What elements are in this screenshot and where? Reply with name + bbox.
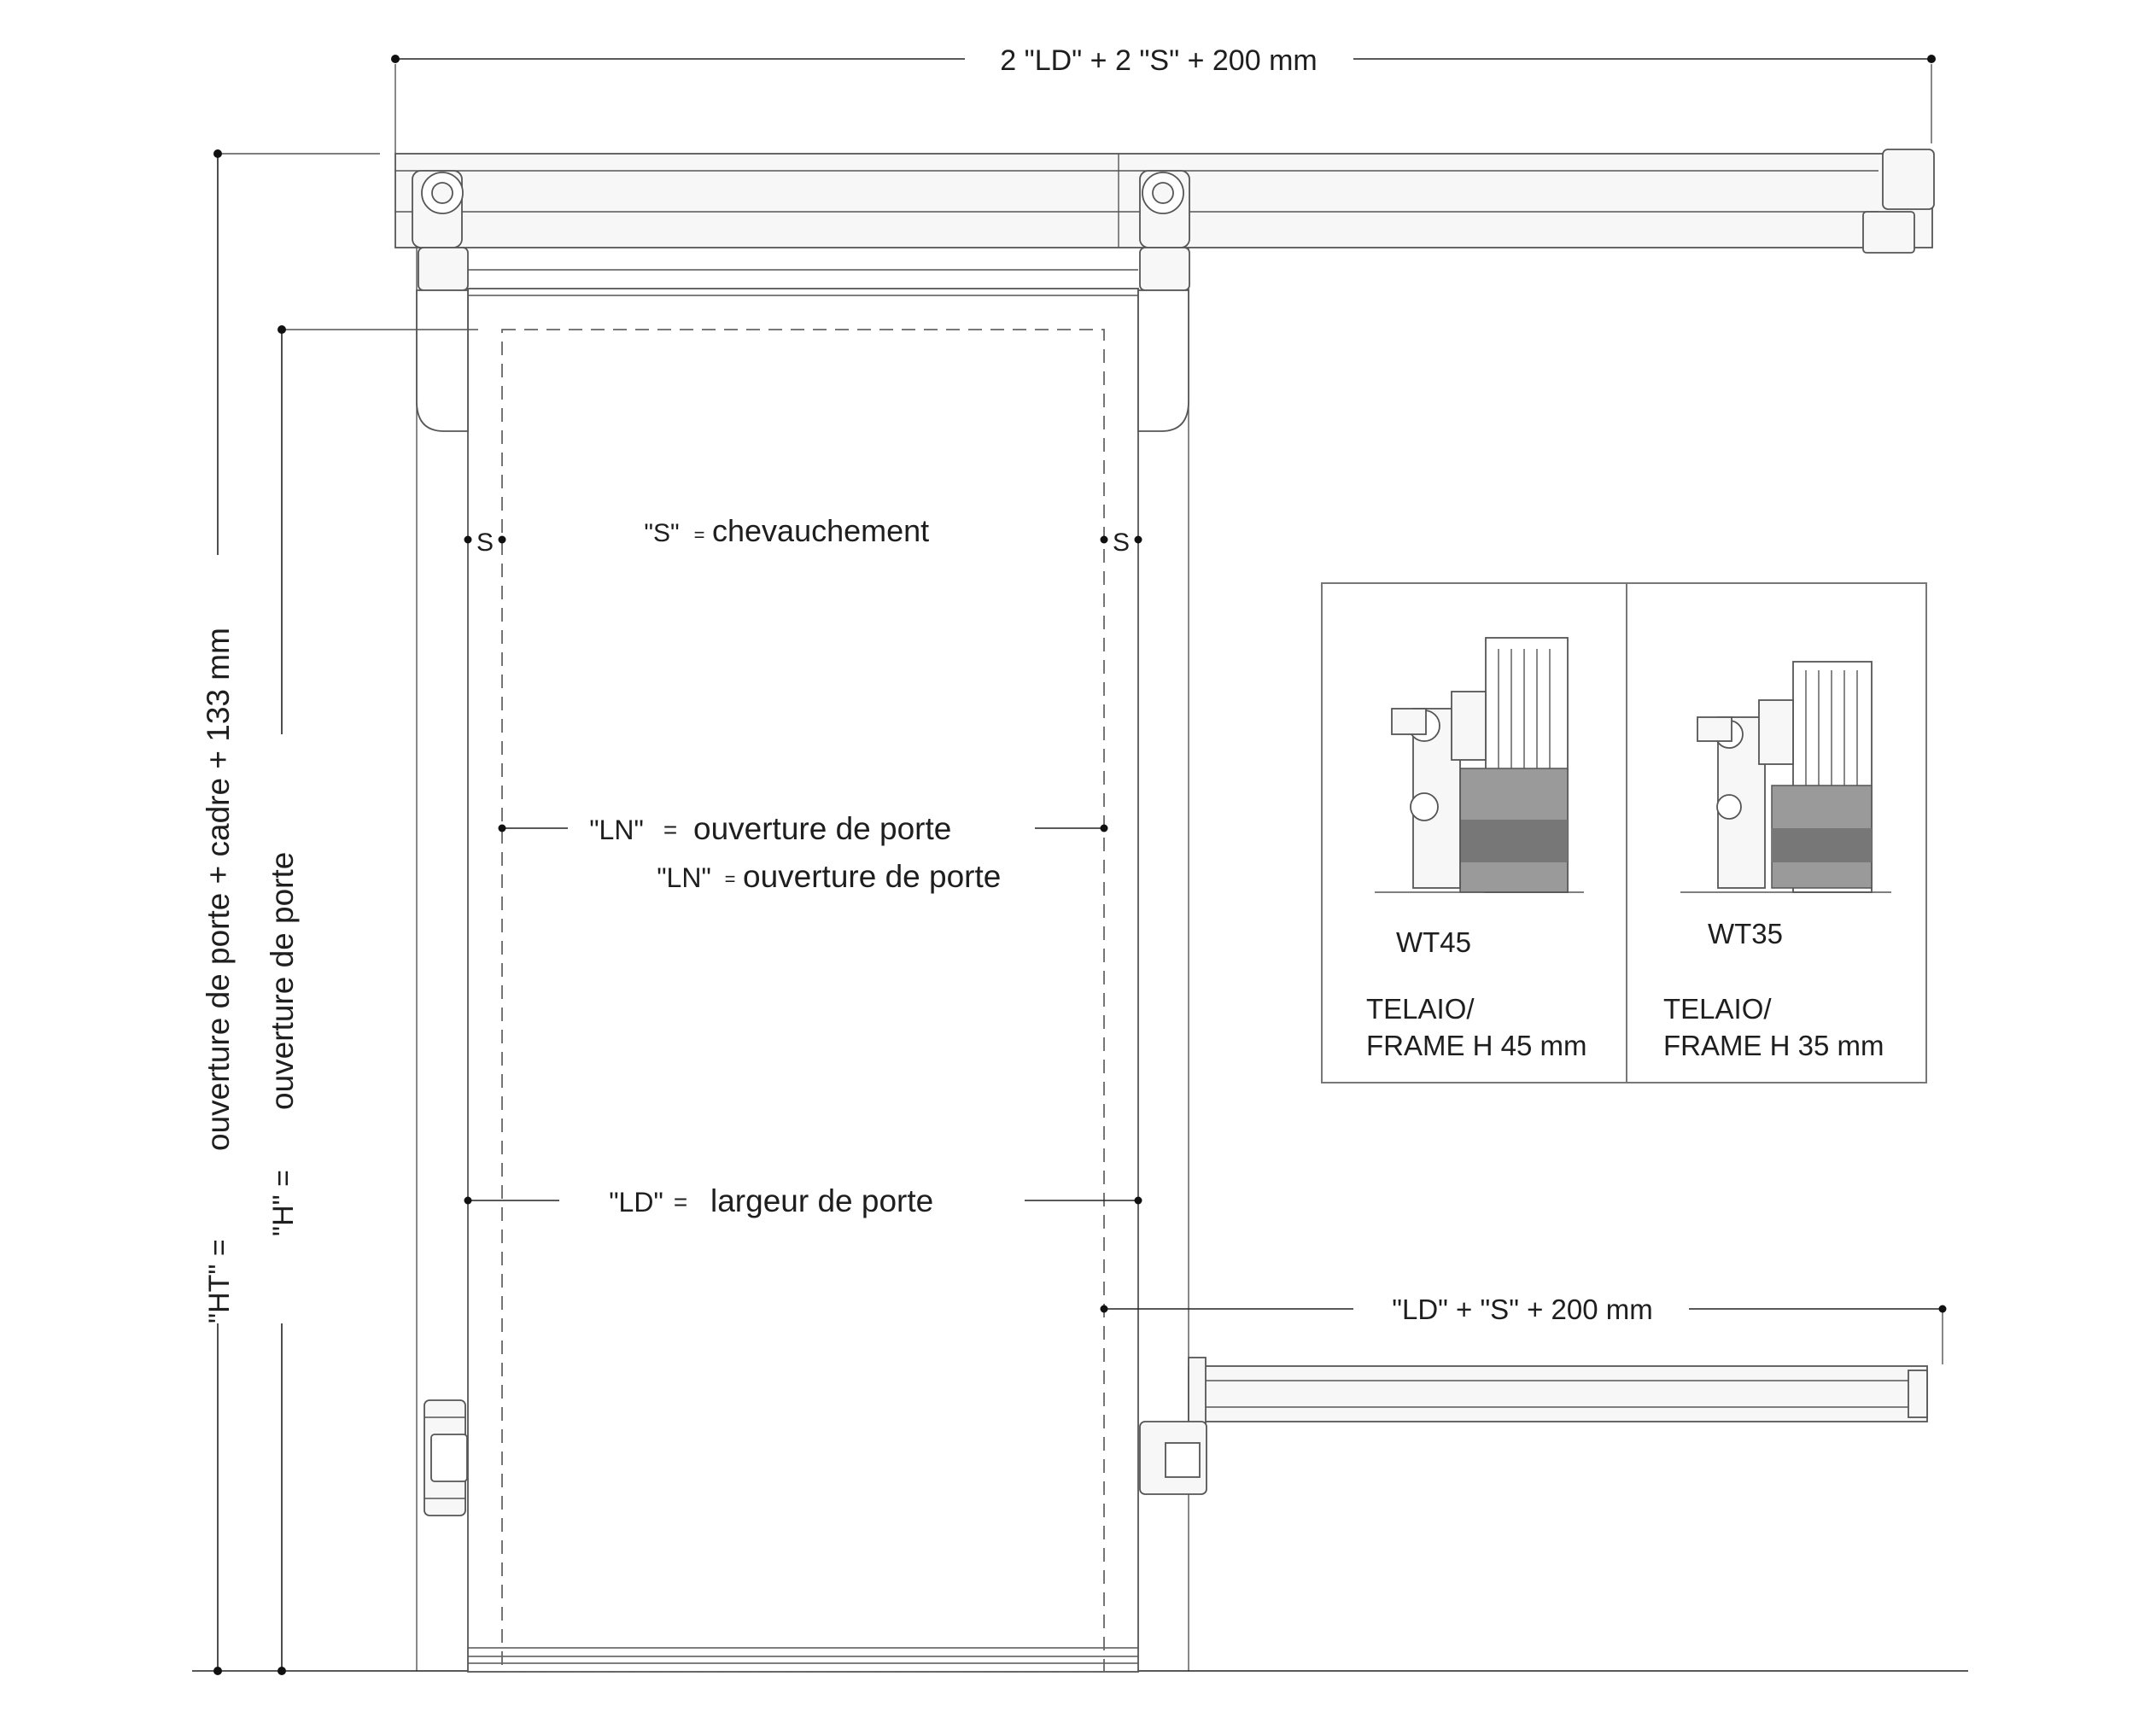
h-key: "H" =: [267, 1170, 300, 1236]
ld-text: largeur de porte: [710, 1183, 933, 1218]
ln-eq: =: [663, 816, 677, 843]
overlap-dimensions: S S "S" = chevauchement: [464, 513, 1142, 557]
overlap-right-label: S: [1113, 529, 1130, 557]
ld-key: "LD": [609, 1187, 663, 1218]
ln-key: "LN": [589, 815, 644, 845]
ln2-text: ouverture de porte: [743, 859, 1001, 894]
wt35-line1: TELAIO/: [1663, 993, 1772, 1025]
ht-dimension: "HT" = ouverture de porte + cadre + 133 …: [192, 149, 380, 1675]
ld-dimension: "LD" = largeur de porte: [464, 1183, 1142, 1218]
ln-dimension: "LN" = ouverture de porte "LN" = ouvertu…: [498, 811, 1108, 894]
top-total-label: 2 "LD" + 2 "S" + 200 mm: [1000, 44, 1317, 77]
overlap-note-text: chevauchement: [712, 513, 929, 548]
ht-text: ouverture de porte + cadre + 133 mm: [201, 628, 236, 1151]
overlap-note-key: "S": [644, 519, 679, 547]
left-trolley: [412, 170, 469, 432]
top-dimension: 2 "LD" + 2 "S" + 200 mm: [391, 44, 1936, 154]
wt35-line2: FRAME H 35 mm: [1663, 1030, 1884, 1061]
ld-s-dimension: "LD" + "S" + 200 mm: [1100, 1294, 1947, 1364]
ln-text: ouverture de porte: [693, 811, 951, 846]
right-trolley: [1137, 170, 1190, 432]
profile-detail-box: WT45 TELAIO/ FRAME H 45 mm WT35 TELAIO/ …: [1321, 582, 1927, 1083]
wt45-profile-drawing: [1375, 637, 1584, 893]
wt45-code: WT45: [1396, 926, 1471, 958]
ln2-key: "LN": [657, 862, 711, 893]
door-handle: [424, 1399, 468, 1516]
wt45-line1: TELAIO/: [1366, 993, 1475, 1025]
door-leaf: [467, 269, 1139, 1673]
ld-s-label: "LD" + "S" + 200 mm: [1392, 1294, 1652, 1325]
door-opening-outline: [501, 329, 1105, 1673]
ld-eq: =: [674, 1189, 687, 1215]
h-text: ouverture de porte: [265, 852, 300, 1110]
ln2-eq: =: [725, 868, 736, 890]
wt35-profile-drawing: [1680, 661, 1891, 893]
wt35-code: WT35: [1708, 918, 1783, 949]
floor-guide: [1139, 1357, 1928, 1495]
wt45-line2: FRAME H 45 mm: [1366, 1030, 1587, 1061]
overlap-left-label: S: [476, 529, 494, 557]
overlap-note-eq: =: [694, 524, 705, 546]
ht-key: "HT" =: [203, 1239, 236, 1323]
h-dimension: "H" = ouverture de porte: [260, 325, 478, 1675]
